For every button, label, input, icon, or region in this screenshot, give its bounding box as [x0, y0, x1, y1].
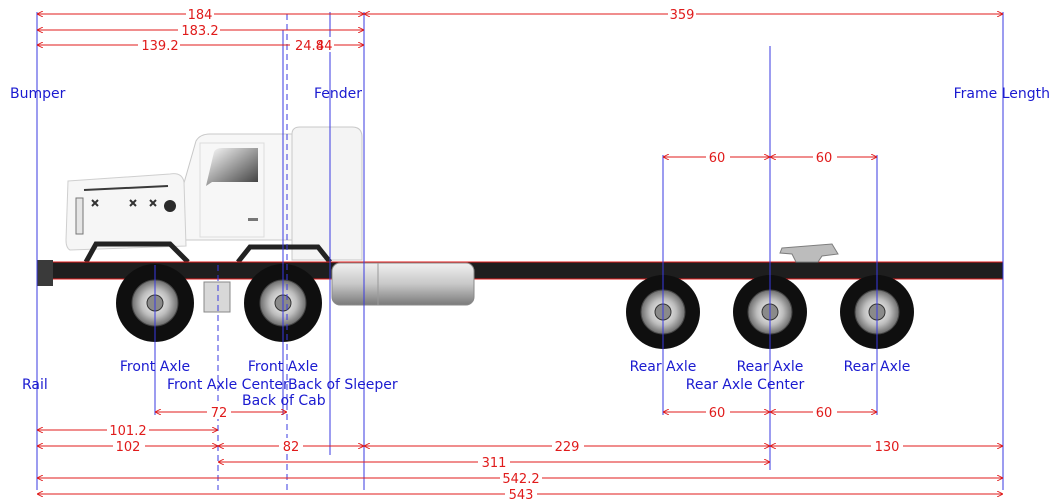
door-handle	[248, 218, 258, 221]
label-front-axle-1: Front Axle	[120, 359, 190, 375]
label-bumper: Bumper	[10, 86, 66, 102]
label-front-axle-center: Front Axle Center	[167, 377, 289, 393]
dimension-labels: 184 359 183.2 139.2 24.8 44 60 60 72 60 …	[107, 6, 903, 503]
dim-text-24-8: 24.8	[295, 39, 324, 54]
dim-text-102: 102	[116, 440, 141, 455]
dim-text-359: 359	[670, 8, 695, 23]
dim-text-rear-bottom-60-left: 60	[709, 406, 726, 421]
sleeper-body	[291, 126, 363, 261]
dim-text-229: 229	[555, 440, 580, 455]
step	[203, 281, 231, 313]
dim-text-rear-bottom-60-right: 60	[816, 406, 833, 421]
hood-trim	[83, 185, 169, 191]
dim-text-rear-top-60-right: 60	[816, 151, 833, 166]
label-back-of-sleeper: Back of Sleeper	[288, 377, 398, 393]
dim-text-130: 130	[875, 440, 900, 455]
cab-door-line	[199, 142, 265, 238]
dim-text-543: 543	[509, 488, 534, 503]
label-rail: Rail	[22, 377, 48, 393]
rear-fender	[236, 244, 332, 264]
label-rear-axle-3: Rear Axle	[844, 359, 911, 375]
fifth-wheel	[779, 243, 839, 263]
dim-text-542-2: 542.2	[502, 472, 539, 487]
label-back-of-cab: Back of Cab	[242, 393, 326, 409]
truck-illustration	[37, 126, 1003, 349]
dim-text-184: 184	[188, 8, 213, 23]
label-rear-axle-center: Rear Axle Center	[686, 377, 805, 393]
hood	[65, 173, 187, 251]
reference-lines	[36, 12, 1004, 490]
label-frame-length: Frame Length	[954, 86, 1050, 102]
label-rear-axle-2: Rear Axle	[737, 359, 804, 375]
fuel-tank	[331, 262, 475, 306]
dim-text-72: 72	[211, 406, 228, 421]
label-fender: Fender	[314, 86, 362, 102]
cab-window	[206, 148, 258, 186]
headlight	[164, 200, 176, 212]
dim-text-rear-top-60-left: 60	[709, 151, 726, 166]
dim-text-139-2: 139.2	[141, 39, 178, 54]
dim-text-311: 311	[482, 456, 507, 471]
dashed-reference-lines	[217, 14, 288, 490]
label-front-axle-2: Front Axle	[248, 359, 318, 375]
component-labels: Bumper Fender Frame Length Rail Front Ax…	[10, 86, 1050, 409]
dim-text-82: 82	[283, 440, 300, 455]
dim-text-44: 44	[316, 39, 333, 54]
front-fender	[83, 241, 190, 264]
bumper-block	[37, 260, 53, 286]
grille-panel	[75, 197, 84, 235]
label-rear-axle-1: Rear Axle	[630, 359, 697, 375]
dim-text-101-2: 101.2	[109, 424, 146, 439]
hood-latches	[91, 199, 157, 207]
dim-text-183-2: 183.2	[181, 24, 218, 39]
